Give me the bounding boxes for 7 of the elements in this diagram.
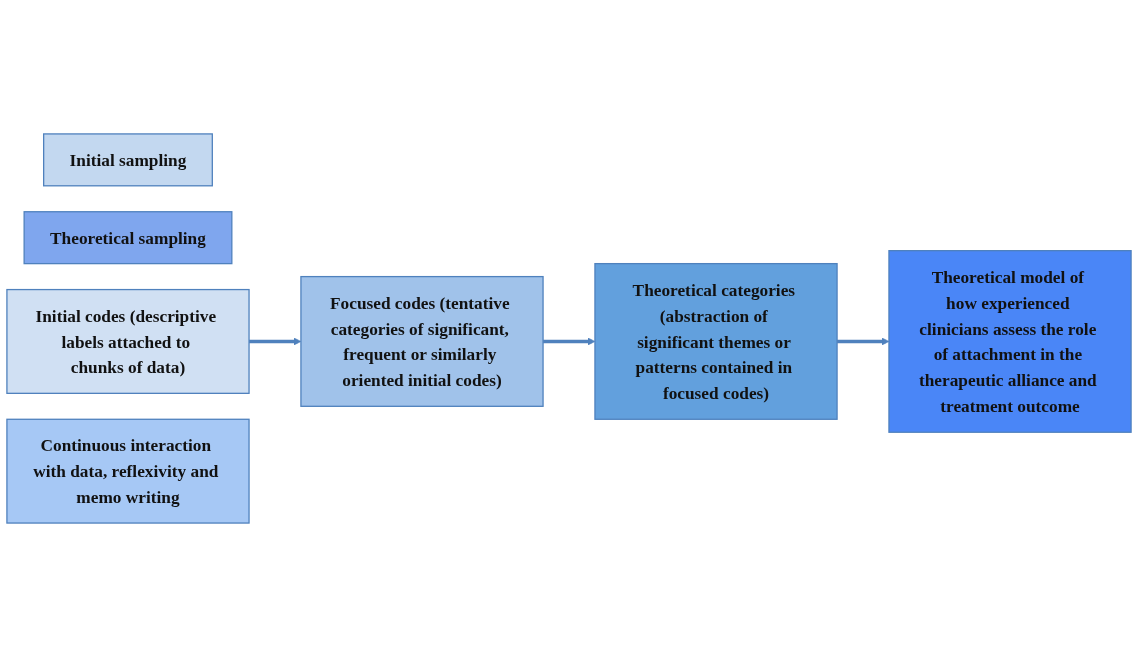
node-box: Initial sampling xyxy=(43,133,213,187)
node-box: Continuous interaction with data, reflexivity and memo writing xyxy=(6,418,250,524)
node-box: Initial codes (descriptive labels attached to chunks of data) xyxy=(6,288,250,394)
node-box: Theoretical sampling xyxy=(23,211,233,265)
node-box: Theoretical categories (abstraction of significant themes or patterns contained in focused codes) xyxy=(594,263,838,420)
node-box: Theoretical model of how experienced clinicians assess the role of attachment in the therapeutic alliance and treatment outcome xyxy=(888,250,1132,433)
node-box: Focused codes (tentative categories of significant, frequent or similarly oriented initial codes) xyxy=(300,275,544,407)
